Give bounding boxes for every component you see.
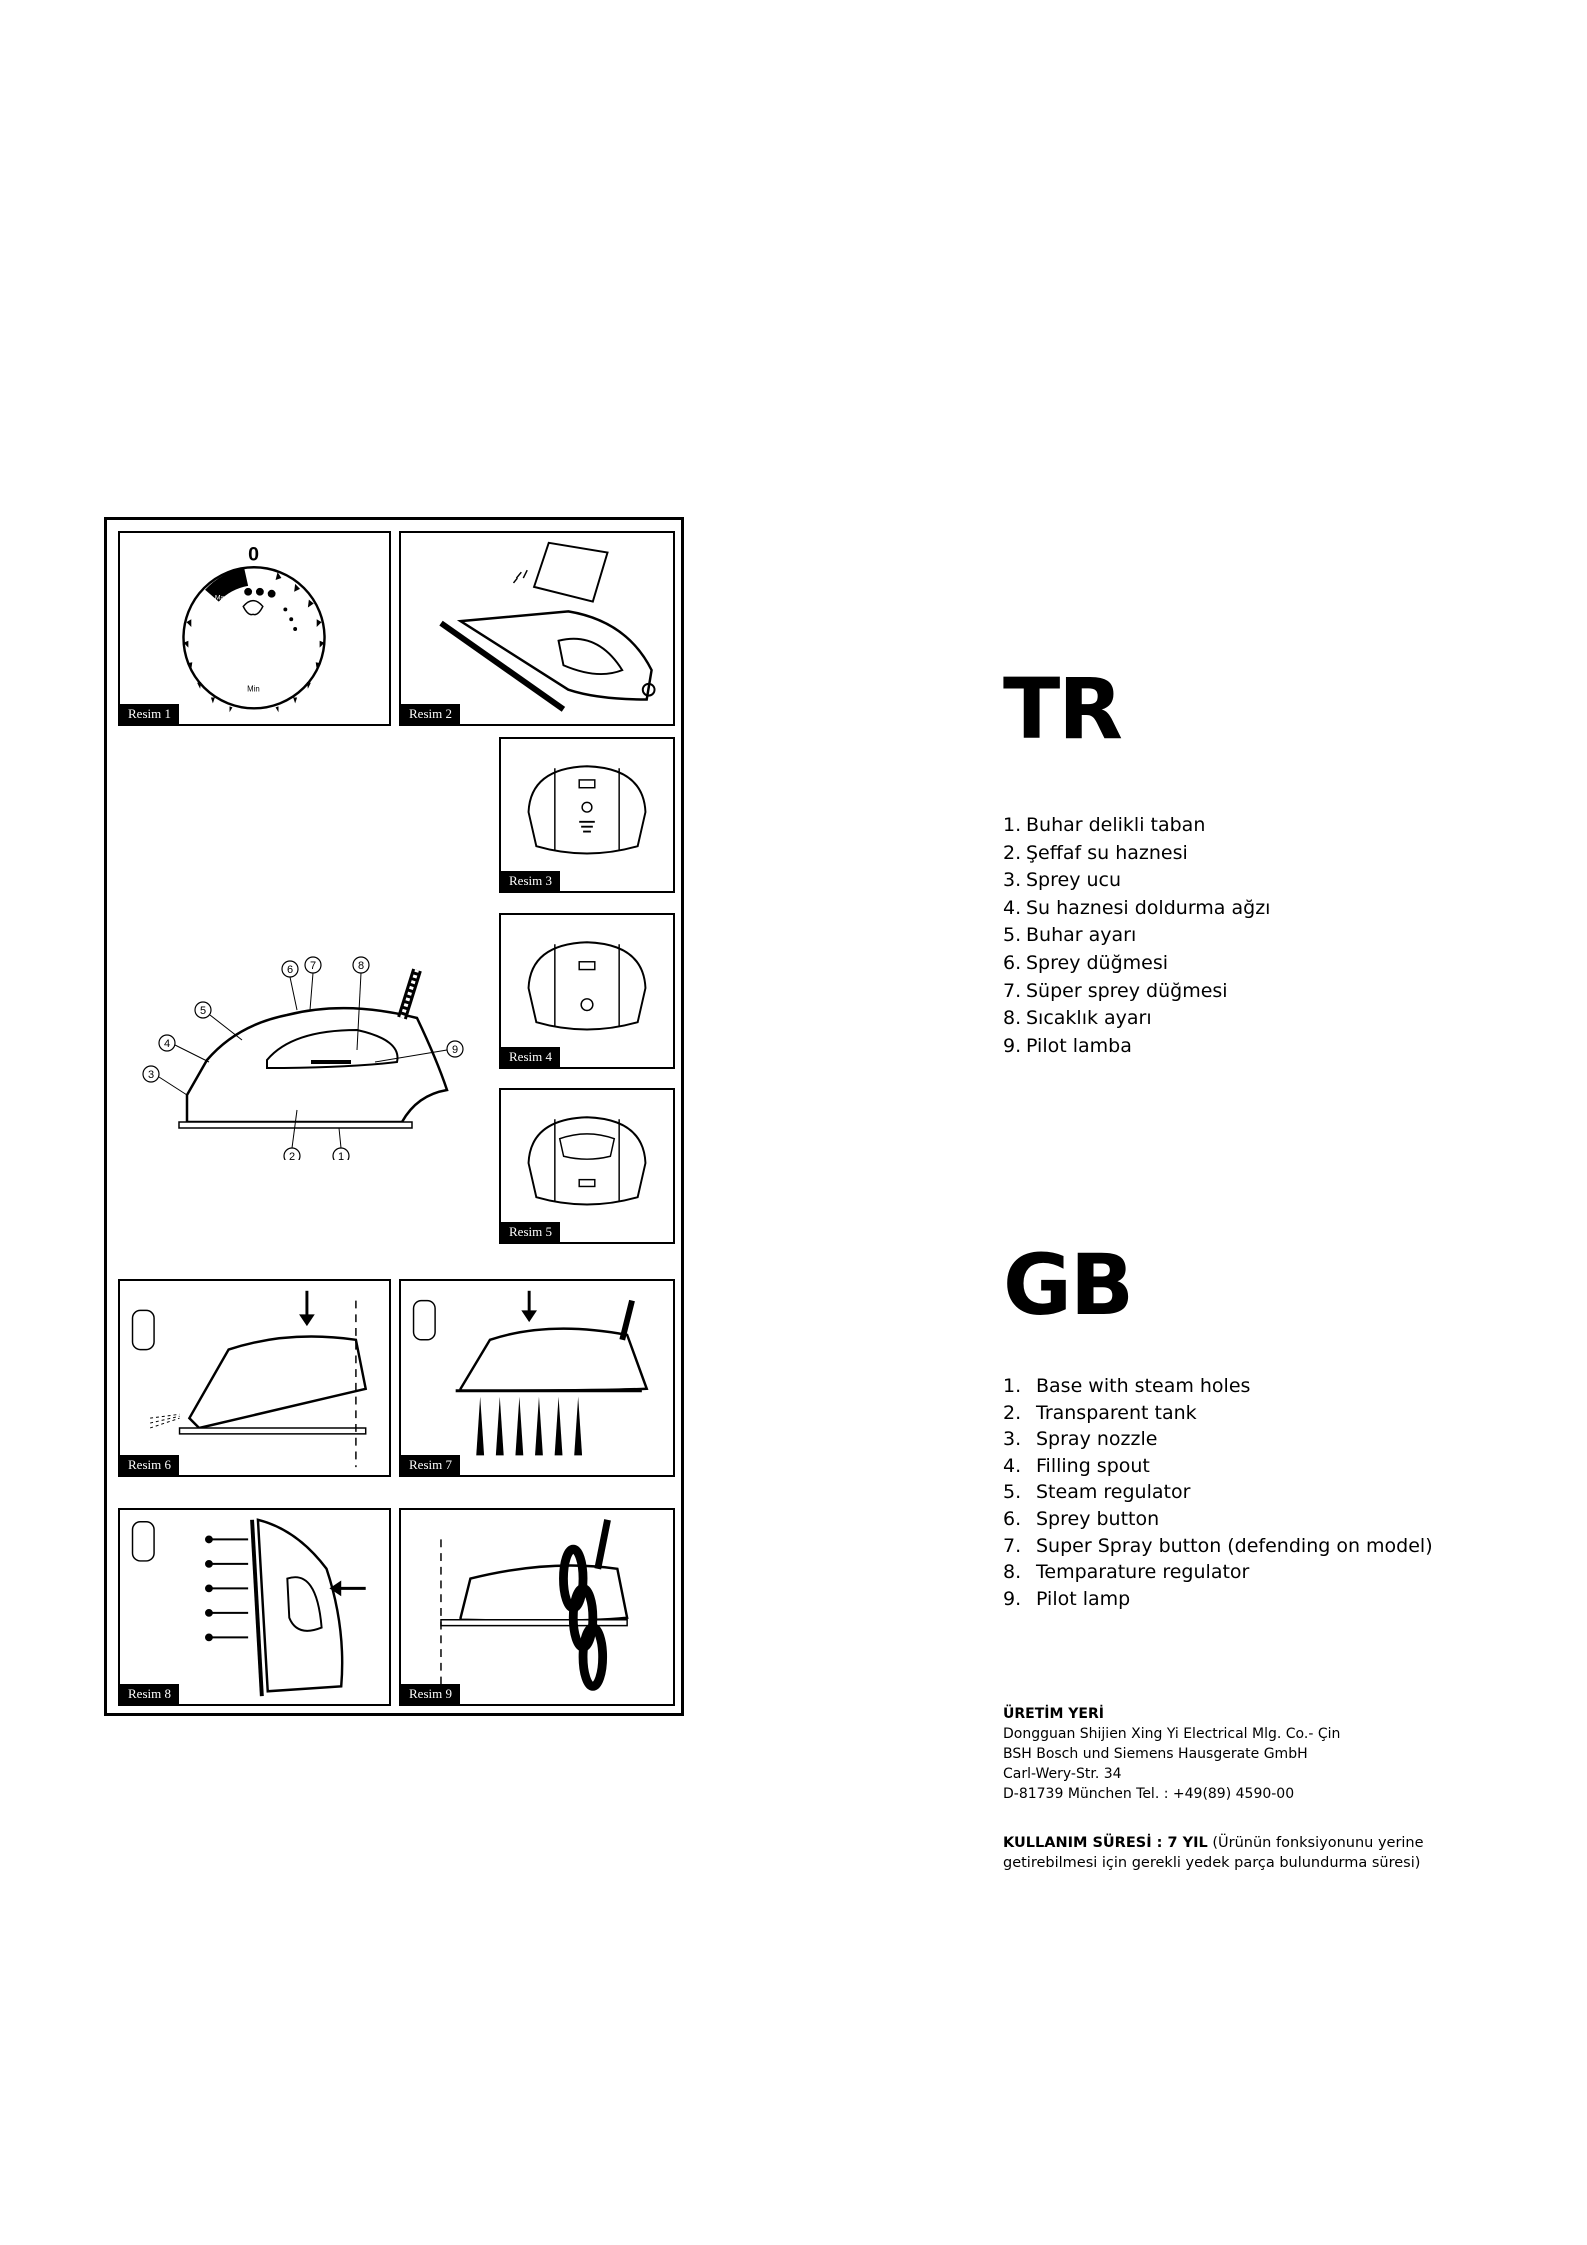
figure-resim-9: Resim 9: [399, 1508, 675, 1706]
list-item: 2.Transparent tank: [1003, 1401, 1197, 1424]
iron-side-view-illustration: 6 7 8 5 4 3 9 2 1: [142, 956, 464, 1165]
figure-caption: Resim 9: [401, 1684, 460, 1704]
callout-2: 2: [289, 1151, 295, 1160]
dial-min-label: Min: [247, 685, 260, 694]
dial-max-label: Max: [215, 595, 229, 602]
figure-caption: Resim 1: [120, 704, 179, 724]
figure-resim-2: Resim 2: [399, 531, 675, 726]
list-item: 7.Super Spray button (defending on model…: [1003, 1534, 1433, 1557]
tr-parts-list: 1.Buhar delikli taban 2.Şeffaf su haznes…: [1003, 812, 1270, 1060]
list-item: 4.Filling spout: [1003, 1454, 1150, 1477]
figure-resim-6: Resim 6: [118, 1279, 391, 1477]
manufacturer-line: BSH Bosch und Siemens Hausgerate GmbH: [1003, 1746, 1308, 1762]
gb-parts-list: 1.Base with steam holes 2.Transparent ta…: [1003, 1373, 1433, 1612]
figure-caption: Resim 2: [401, 704, 460, 724]
usage-period: KULLANIM SÜRESİ : 7 YIL (Ürünün fonksiyo…: [1003, 1833, 1473, 1873]
list-item: 4.Su haznesi doldurma ağzı: [1003, 896, 1271, 919]
manufacturer-line: Dongguan Shijien Xing Yi Electrical Mlg.…: [1003, 1726, 1341, 1742]
figure-caption: Resim 3: [501, 871, 560, 891]
vertical-steam-illustration: [131, 1518, 366, 1697]
illustration-frame: 0 Min Max Resim 1 Resim 2: [104, 517, 684, 1716]
manufacturer-block: ÜRETİM YERİ Dongguan Shijien Xing Yi Ele…: [1003, 1704, 1340, 1804]
usage-note: (Ürünün fonksiyonunu yerine getirebilmes…: [1003, 1835, 1424, 1871]
tr-heading: TR: [1003, 660, 1123, 758]
dial-zero-label: 0: [248, 543, 259, 565]
super-spray-illustration: [412, 1290, 649, 1456]
cord-storage-illustration: [440, 1519, 629, 1697]
callout-3: 3: [148, 1069, 154, 1081]
figure-caption: Resim 5: [501, 1222, 560, 1242]
callout-1: 1: [338, 1151, 344, 1160]
callout-4: 4: [164, 1038, 170, 1050]
list-item: 6.Sprey düğmesi: [1003, 951, 1169, 974]
list-item: 1.Base with steam holes: [1003, 1375, 1251, 1397]
steam-setting-top-illustration: [527, 765, 647, 855]
list-item: 5.Buhar ayarı: [1003, 924, 1137, 947]
manufacturer-line: D-81739 München Tel. : +49(89) 4590-00: [1003, 1786, 1295, 1802]
list-item: 3.Sprey ucu: [1003, 869, 1122, 892]
callout-7: 7: [310, 960, 316, 972]
list-item: 5.Steam regulator: [1003, 1481, 1191, 1504]
figure-resim-1: 0 Min Max Resim 1: [118, 531, 391, 726]
figure-caption: Resim 8: [120, 1684, 179, 1704]
list-item: 7.Süper sprey düğmesi: [1003, 979, 1228, 1002]
iron-parts-diagram: 6 7 8 5 4 3 9 2 1: [117, 890, 487, 1165]
dry-setting-top-illustration: [527, 1116, 647, 1206]
figure-resim-3: Resim 3: [499, 737, 675, 893]
spray-setting-top-illustration: [527, 941, 647, 1031]
list-item: 6.Sprey button: [1003, 1507, 1160, 1530]
list-item: 3.Spray nozzle: [1003, 1428, 1158, 1451]
usage-label: KULLANIM SÜRESİ : 7 YIL: [1003, 1835, 1208, 1851]
spray-function-illustration: [131, 1290, 368, 1468]
manufacturer-line: Carl-Wery-Str. 34: [1003, 1766, 1122, 1782]
callout-8: 8: [358, 960, 364, 972]
list-item: 1.Buhar delikli taban: [1003, 814, 1206, 836]
figure-caption: Resim 7: [401, 1455, 460, 1475]
list-item: 2.Şeffaf su haznesi: [1003, 841, 1188, 864]
callout-9: 9: [452, 1044, 458, 1056]
figure-resim-7: Resim 7: [399, 1279, 675, 1477]
figure-resim-5: Resim 5: [499, 1088, 675, 1244]
filling-water-illustration: [439, 541, 656, 712]
list-item: 8.Temparature regulator: [1003, 1561, 1250, 1584]
figure-caption: Resim 4: [501, 1047, 560, 1067]
figure-caption: Resim 6: [120, 1455, 179, 1475]
list-item: 9.Pilot lamba: [1003, 1034, 1132, 1057]
callout-5: 5: [200, 1005, 206, 1017]
temperature-dial-illustration: 0 Min Max: [182, 543, 326, 713]
gb-heading: GB: [1003, 1236, 1134, 1334]
manufacturer-heading: ÜRETİM YERİ: [1003, 1706, 1104, 1722]
callout-6: 6: [287, 964, 293, 976]
figure-resim-4: Resim 4: [499, 913, 675, 1069]
list-item: 8.Sıcaklık ayarı: [1003, 1007, 1152, 1030]
list-item: 9.Pilot lamp: [1003, 1587, 1131, 1610]
figure-resim-8: Resim 8: [118, 1508, 391, 1706]
